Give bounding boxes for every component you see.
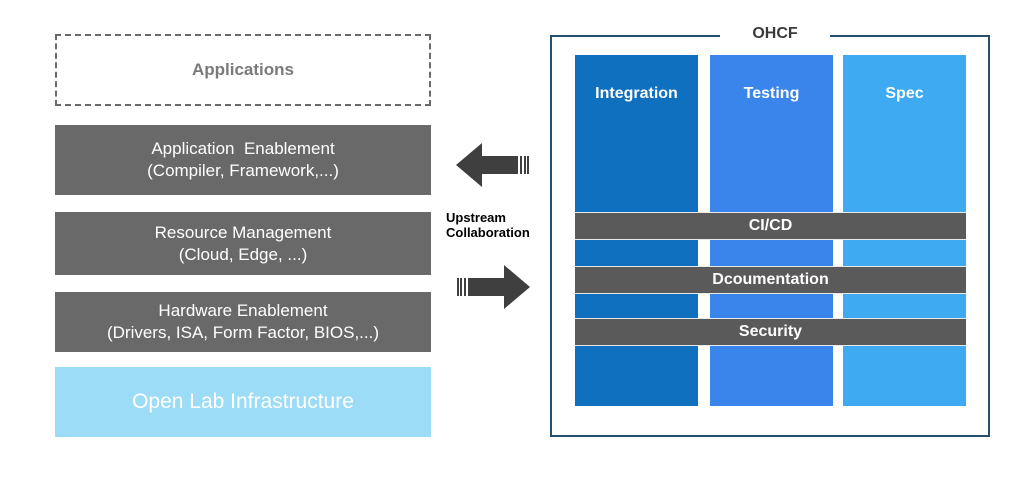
collaboration-text: Collaboration (446, 225, 530, 240)
spec-label: Spec (885, 85, 924, 102)
open-lab-infrastructure-label: Open Lab Infrastructure (132, 390, 354, 413)
upstream-text: Upstream (446, 210, 506, 225)
hardware-enablement-title: Hardware Enablement (158, 301, 328, 320)
documentation-band: Dcoumentation (575, 266, 966, 294)
testing-label: Testing (743, 85, 800, 102)
cicd-band: CI/CD (575, 212, 966, 240)
ohcf-title: OHCF (720, 23, 830, 45)
applications-box: Applications (55, 34, 431, 106)
security-label: Security (738, 323, 803, 340)
hardware-enablement-layer: Hardware Enablement (Drivers, ISA, Form … (55, 292, 431, 352)
resource-management-title: Resource Management (154, 222, 332, 242)
right-arrow-icon (457, 265, 530, 309)
applications-label: Applications (191, 60, 294, 79)
application-enablement-layer: Application Enablement (Compiler, Framew… (55, 125, 431, 195)
left-arrow-icon (456, 143, 529, 187)
integration-label: Integration (595, 85, 678, 102)
application-enablement-title: Application Enablement (151, 139, 335, 158)
resource-management-layer: Resource Management (Cloud, Edge, ...) (55, 212, 431, 275)
application-enablement-subtitle: (Compiler, Framework,...) (147, 161, 339, 180)
open-lab-infrastructure-layer: Open Lab Infrastructure (55, 367, 431, 437)
cicd-label: CI/CD (748, 217, 793, 234)
security-band: Security (575, 318, 966, 346)
hardware-enablement-subtitle: (Drivers, ISA, Form Factor, BIOS,...) (106, 323, 380, 342)
resource-management-subtitle: (Cloud, Edge, ...) (178, 244, 308, 264)
upstream-collaboration-label: Upstream Collaboration (446, 210, 530, 240)
documentation-label: Dcoumentation (712, 271, 829, 288)
